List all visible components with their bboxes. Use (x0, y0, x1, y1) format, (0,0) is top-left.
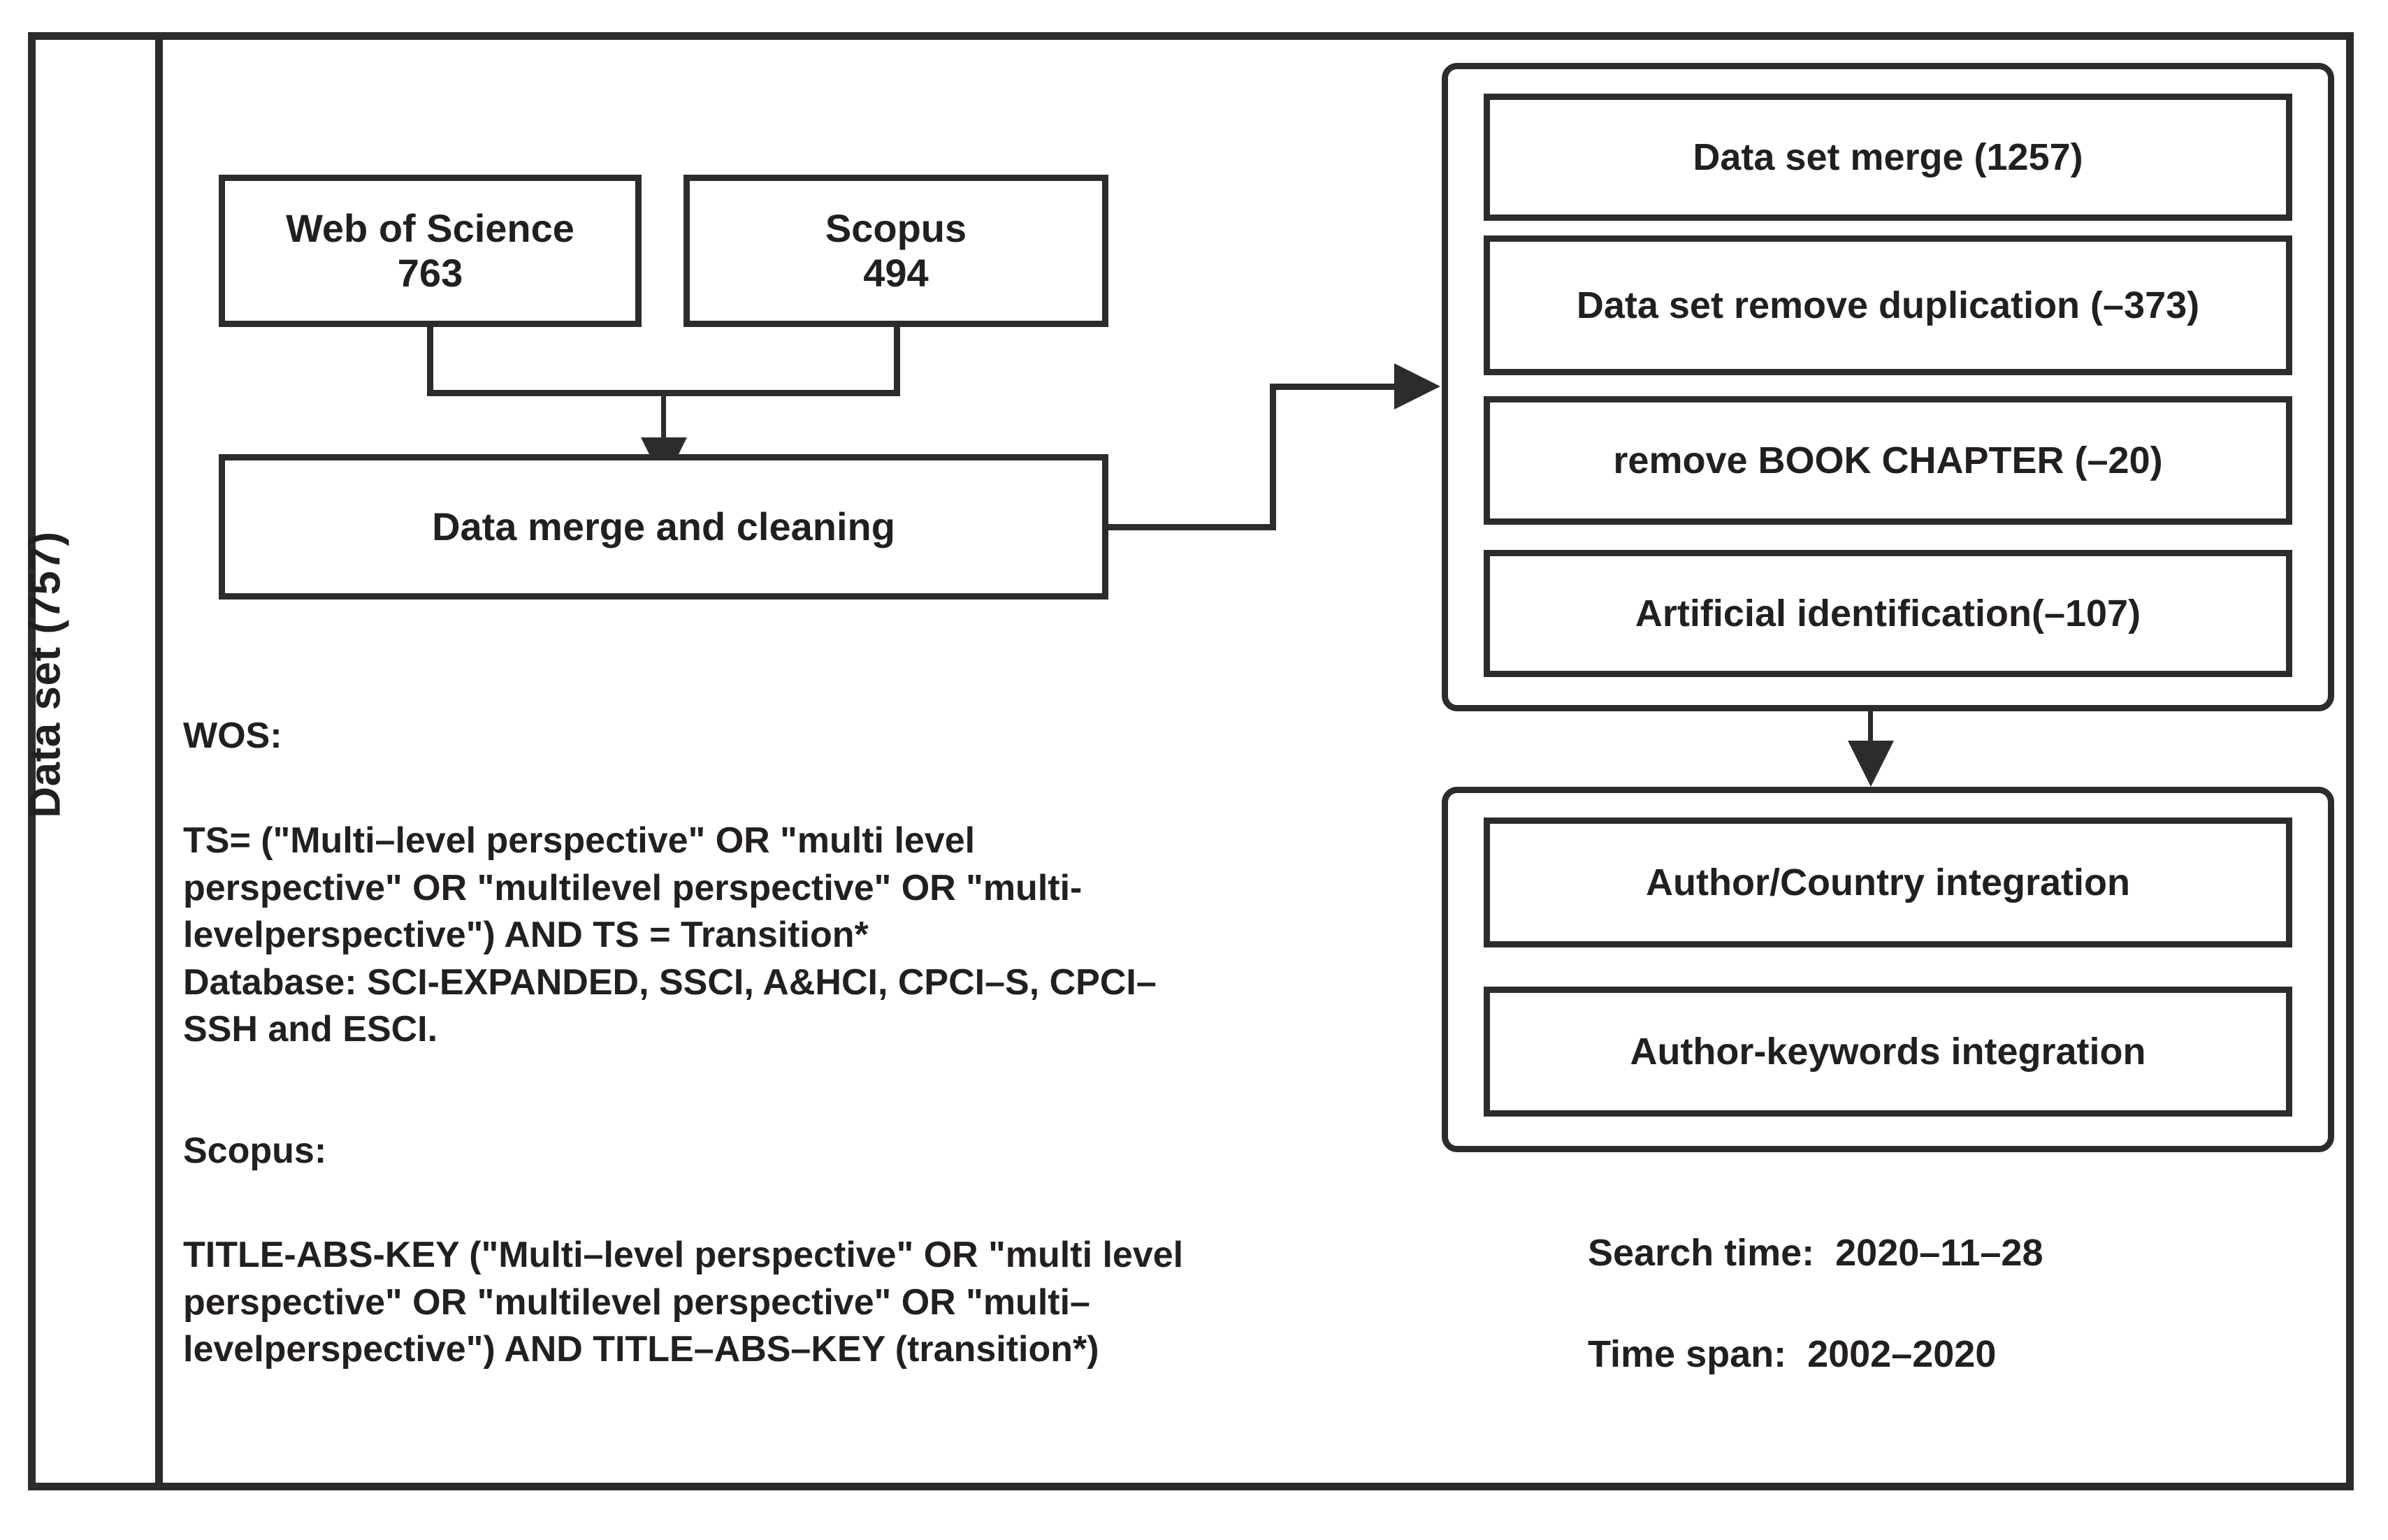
scopus-heading: Scopus: (183, 1131, 327, 1171)
connector-merge-stem (661, 390, 666, 450)
processing-step-artificial-identification: Artificial identification(–107) (1484, 550, 2292, 677)
scopus-search-strategy: TITLE-ABS-KEY ("Multi–level perspective"… (183, 1235, 1184, 1370)
processing-step-data-set-merge: Data set merge (1257) (1484, 94, 2292, 221)
data-set-side-label: Data set (757) (21, 531, 70, 818)
search-time-label: Search time: 2020–11–28 (1588, 1232, 2043, 1274)
time-span-label: Time span: 2002–2020 (1588, 1333, 1997, 1375)
merge-and-cleaning-box: Data merge and cleaning (219, 454, 1108, 600)
processing-step-1-label: Data set remove duplication (–373) (1576, 284, 2200, 326)
connector-wos-drop (427, 327, 433, 396)
processing-step-3-label: Artificial identification(–107) (1635, 592, 2141, 634)
processing-step-remove-book-chapter: remove BOOK CHAPTER (–20) (1484, 396, 2292, 525)
arrow-to-integration-panel (1848, 741, 1894, 787)
connector-to-processing (1270, 384, 1410, 390)
integration-step-0-label: Author/Country integration (1646, 861, 2130, 903)
integration-step-author-country: Author/Country integration (1484, 818, 2292, 947)
processing-step-0-label: Data set merge (1257) (1693, 136, 2083, 178)
connector-scopus-drop (894, 327, 900, 396)
integration-step-1-label: Author-keywords integration (1630, 1030, 2146, 1073)
integration-step-author-keywords: Author-keywords integration (1484, 987, 2292, 1117)
wos-search-strategy: TS= ("Multi–level perspective" OR "multi… (183, 820, 1157, 1050)
arrow-to-processing-panel (1394, 363, 1440, 409)
figure-spine-divider (155, 32, 163, 1490)
wos-heading: WOS: (183, 715, 282, 756)
processing-step-2-label: remove BOOK CHAPTER (–20) (1613, 439, 2163, 481)
merge-and-cleaning-label: Data merge and cleaning (432, 504, 895, 549)
processing-step-remove-duplication: Data set remove duplication (–373) (1484, 235, 2292, 375)
connector-merge-right (1108, 524, 1276, 530)
connector-panels-stem (1868, 711, 1873, 750)
connector-merge-riser (1270, 384, 1276, 530)
